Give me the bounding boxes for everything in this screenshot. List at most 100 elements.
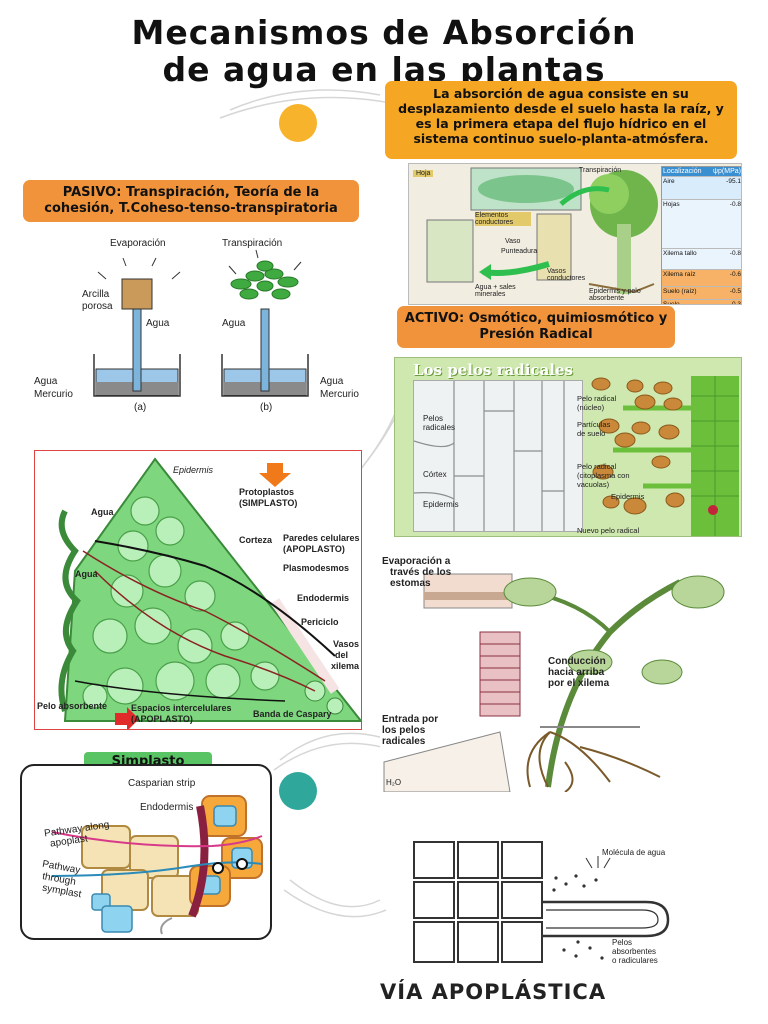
epidermis-tag: Epidermis y pelo absorbente: [589, 288, 641, 302]
cell-psi: -0.8: [729, 201, 741, 208]
agua2-label: Agua: [75, 569, 98, 579]
evap-line1: Evaporación a: [382, 556, 451, 567]
transpiration-experiment-diagram: [93, 249, 309, 397]
entrada-line1: Entrada por: [382, 714, 439, 725]
cell-localizacion: Hojas: [663, 201, 680, 208]
apoplasto-label: (APOPLASTO): [283, 544, 345, 554]
cell-localizacion: Aire: [663, 178, 675, 185]
protoplastos-label: Protoplastos: [239, 487, 295, 497]
vasos-cond-tag: Vasos conductores: [547, 268, 586, 282]
sun-circle-icon: [279, 104, 317, 142]
molecula-label: Molécula de agua: [602, 848, 666, 857]
page-title: Mecanismos de Absorción de agua en las p…: [0, 14, 768, 88]
plasmodesmos-label: Plasmodesmos: [283, 563, 350, 573]
agua-left-label: Agua: [34, 376, 58, 387]
cell-localizacion: Xilema tallo: [663, 250, 697, 257]
epidermis-left-label: Epidermis: [423, 500, 459, 509]
endodermis-rs-label: Endodermis: [297, 593, 350, 603]
evap-line3: estomas: [390, 578, 431, 589]
elementos-tag: Elementos conductores: [475, 212, 531, 226]
soil-particles-drawing: [591, 376, 739, 536]
cell-psi: -0.3: [729, 301, 741, 305]
xilema-label: xilema: [331, 661, 360, 671]
pelos-radicales-label: Pelos radicales: [423, 414, 456, 432]
whole-plant-diagram: Evaporación a través de los estomas Cond…: [380, 552, 742, 792]
transpiracion-label: Transpiración: [222, 238, 283, 249]
simplasto-rs-label: (SIMPLASTO): [239, 498, 298, 508]
teal-circle-icon: [279, 772, 317, 810]
agua-a-label: Agua: [146, 318, 170, 329]
entrada-line3: radicales: [382, 736, 426, 747]
periciclo-label: Periciclo: [301, 617, 339, 627]
header-localizacion: Localización: [663, 168, 702, 175]
entrada-line2: los pelos: [382, 725, 426, 736]
table-row: Suelo (raíz) -0.5: [662, 286, 741, 299]
cell-localizacion: Suelo: [663, 301, 680, 305]
caption-b: (b): [260, 402, 273, 413]
vaso-tag: Vaso: [505, 238, 521, 245]
transpiracion-tag: Transpiración: [579, 167, 622, 174]
porosa-label: porosa: [82, 301, 113, 312]
plant-transport-illustration: [426, 167, 658, 294]
symplast-cells-drawing: [51, 795, 263, 935]
intro-text-box: La absorción de agua consiste en su desp…: [388, 84, 734, 156]
hoja-tag: Hoja: [413, 170, 434, 177]
cell-psi: -0.8: [729, 250, 741, 257]
particulas-label: Partículas de suelo: [577, 420, 611, 438]
epidermis-right-label: Epidermis: [611, 492, 645, 501]
root-cross-section-drawing: [58, 457, 361, 729]
title-line-1: Mecanismos de Absorción: [131, 13, 637, 52]
nuevo-pelo-label: Nuevo pelo radical: [577, 526, 640, 535]
cell-psi: -95.1: [726, 178, 741, 185]
activo-label: ACTIVO: Osmótico, quimiosmótico y Presió…: [400, 309, 672, 345]
agua-b-label: Agua: [222, 318, 246, 329]
table-row: Hojas -0.8: [662, 199, 741, 248]
pelo-citoplasma-label: Pelo radical (citoplasma con vacuolas): [577, 462, 630, 489]
cortex-label: Córtex: [423, 470, 447, 479]
title-line-2: de agua en las plantas: [162, 50, 606, 89]
pelos-line2: absorbentes: [612, 947, 657, 956]
cell-localizacion: Xilema raíz: [663, 271, 696, 278]
root-hairs-title: Los pelos radicales: [413, 361, 573, 379]
mercurio-left-label: Mercurio: [34, 389, 73, 400]
espacios-label: Espacios intercelulares: [131, 703, 232, 713]
apoplastic-cells-drawing: [413, 841, 670, 963]
whole-plant-drawing: [383, 573, 725, 792]
pelos-line1: Pelos: [612, 938, 633, 947]
epidermis-rs-label: Epidermis: [173, 465, 214, 475]
table-header: Localización ψp(MPa): [662, 167, 741, 176]
vasos-label: Vasos: [333, 639, 360, 649]
root-hairs-micrograph: [413, 380, 583, 532]
arcilla-label: Arcilla: [82, 289, 110, 300]
pelos-line3: o radiculares: [612, 956, 658, 965]
apoplastic-pathway-diagram: Molécula de agua Pelos absorbentes o rad…: [406, 838, 706, 972]
corteza-label: Corteza: [239, 535, 273, 545]
cond-line2: hacia arriba: [548, 667, 605, 678]
root-cross-section-panel: Epidermis Protoplastos (SIMPLASTO) Agua …: [34, 450, 362, 730]
cond-line3: por el xilema: [548, 678, 610, 689]
paredes-label: Paredes celulares: [283, 533, 360, 543]
agua-right-label: Agua: [320, 376, 344, 387]
banda-label: Banda de Caspary: [253, 709, 332, 719]
table-row: Xilema tallo -0.8: [662, 248, 741, 269]
casparian-label: Casparian strip: [128, 778, 196, 789]
pelo-nucleo-label: Pelo radical (núcleo): [577, 394, 617, 412]
punteadura-tag: Punteadura: [501, 248, 538, 255]
agua1-label: Agua: [91, 507, 114, 517]
caption-a: (a): [134, 402, 147, 413]
cell-localizacion: Suelo (raíz): [663, 288, 697, 295]
root-hairs-panel: Los pelos radicales Pelos radicales Córt…: [394, 357, 742, 537]
micrograph-drawing: [413, 381, 565, 531]
symplast-pathway-diagram: Casparian strip Endodermis Pathway along…: [20, 764, 272, 940]
apoplasto2-label: (APOPLASTO): [131, 714, 193, 724]
cell-psi: -0.5: [729, 288, 741, 295]
table-row: Suelo -0.3: [662, 299, 741, 305]
table-row: Aire -95.1: [662, 176, 741, 199]
evap-line2: través de los: [390, 567, 452, 578]
header-psi: ψp(MPa): [713, 168, 741, 175]
pasivo-label: PASIVO: Transpiración, Teoría de la cohe…: [26, 183, 356, 219]
mercurio-right-label: Mercurio: [320, 389, 359, 400]
h2o-label: H₂O: [386, 778, 402, 787]
